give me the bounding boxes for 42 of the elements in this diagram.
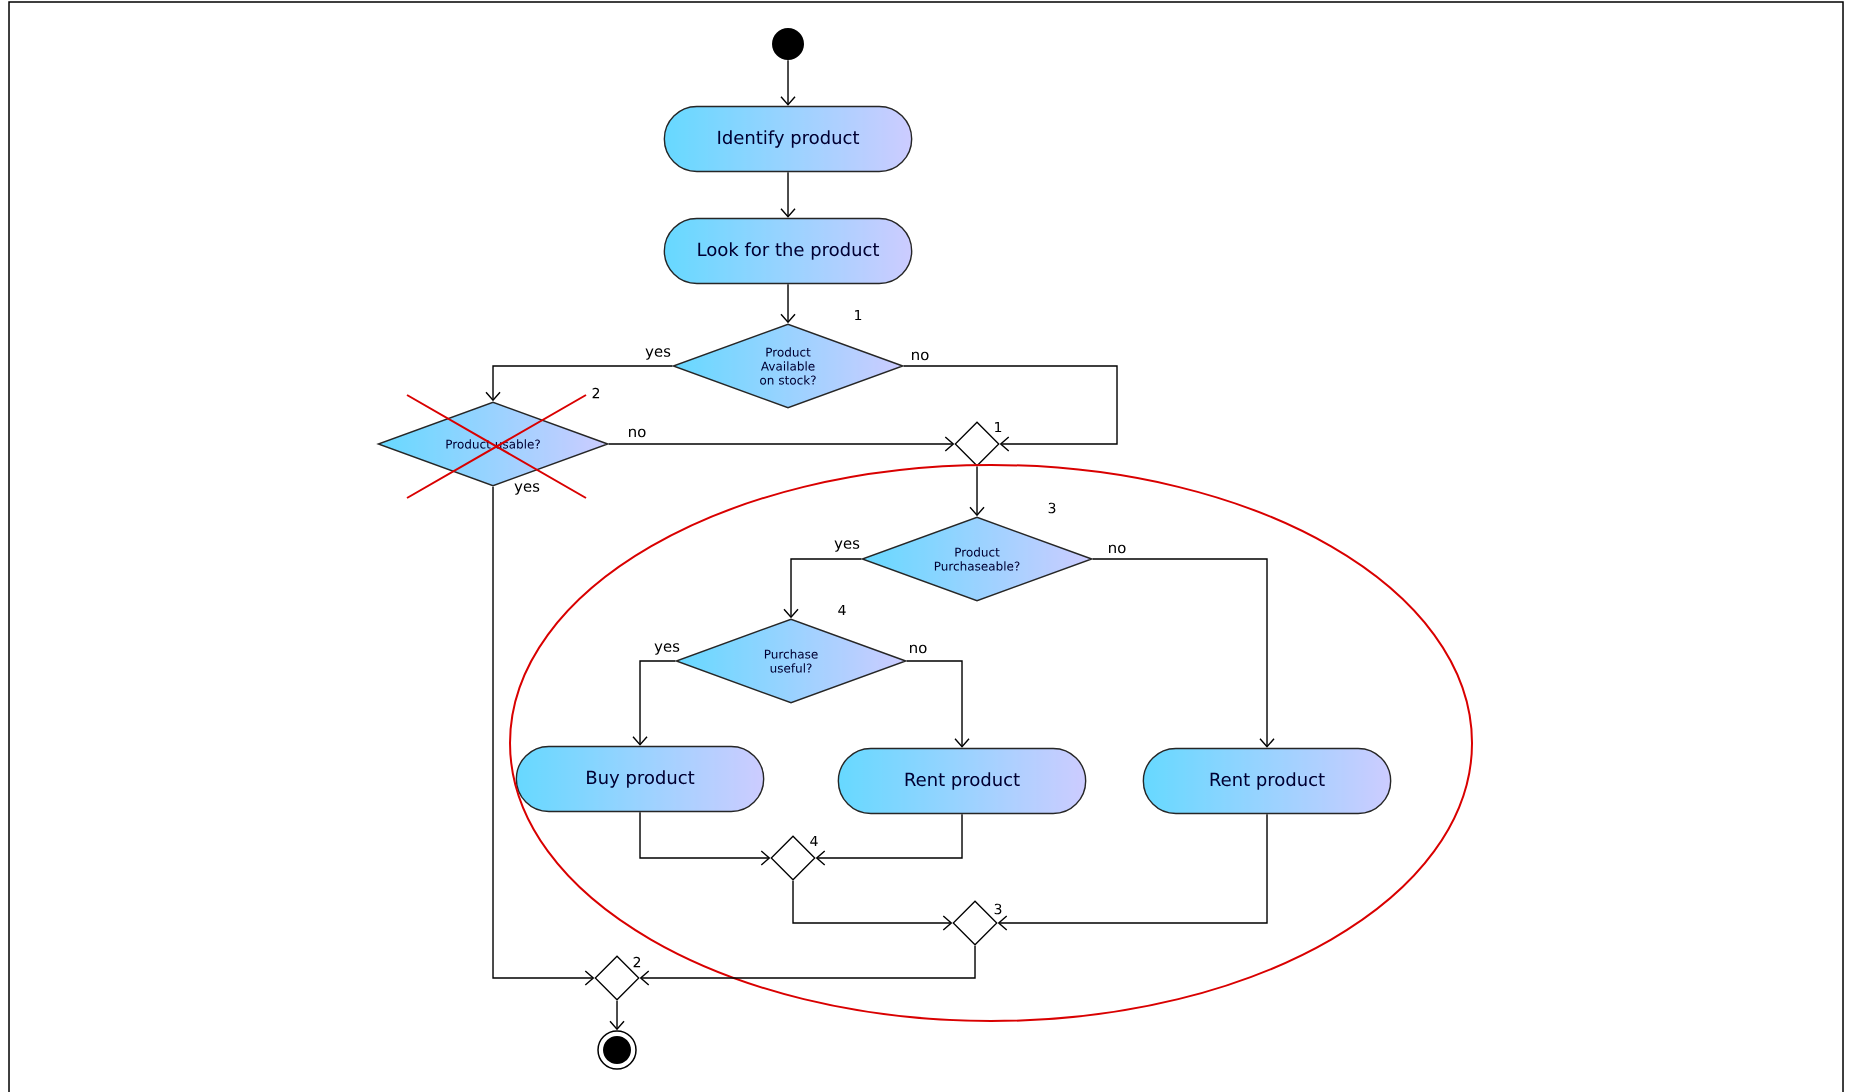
callout-number: 2: [633, 956, 641, 968]
arrow: [780, 283, 796, 324]
arrow: [492, 486, 595, 986]
arrow: [485, 365, 673, 402]
edge-label: no: [907, 643, 929, 655]
edge-label: no: [626, 427, 648, 439]
arrow: [903, 365, 1118, 452]
edge-label: no: [1106, 543, 1128, 555]
arrow: [792, 879, 953, 931]
callout-number: 1: [995, 421, 1002, 433]
callout-number: 4: [838, 604, 846, 616]
end-dot: [597, 1030, 637, 1070]
arrow: [639, 811, 771, 866]
callout-number: 4: [810, 835, 818, 847]
merge-diamond: [954, 421, 1000, 467]
edge-label: no: [909, 350, 931, 362]
arrow: [997, 813, 1268, 931]
merge-diamond: [770, 835, 816, 881]
callout-number: 2: [592, 387, 600, 399]
merge-diamond: [594, 955, 640, 1001]
edge-label: yes: [644, 347, 672, 361]
start-dot: [772, 28, 804, 60]
callout-number: 3: [994, 903, 1002, 915]
arrow: [632, 660, 676, 746]
arrow: [639, 944, 976, 986]
arrow: [1092, 558, 1275, 748]
arrow: [609, 999, 625, 1031]
activity-box: Identify product: [663, 105, 913, 173]
callout-number: 1: [855, 309, 862, 321]
arrow: [906, 660, 970, 748]
callout-number: 3: [1048, 502, 1056, 514]
activity-box: Rent product: [837, 747, 1087, 815]
arrow: [780, 171, 796, 218]
activity-box: Rent product: [1142, 747, 1392, 815]
activity-box: Look for the product: [663, 217, 913, 285]
arrow: [780, 59, 796, 106]
activity-box: Buy product: [515, 745, 765, 813]
arrow: [608, 436, 955, 452]
edge-label: yes: [833, 539, 861, 553]
arrow: [969, 465, 985, 517]
arrow: [815, 813, 963, 866]
arrow: [783, 558, 862, 619]
